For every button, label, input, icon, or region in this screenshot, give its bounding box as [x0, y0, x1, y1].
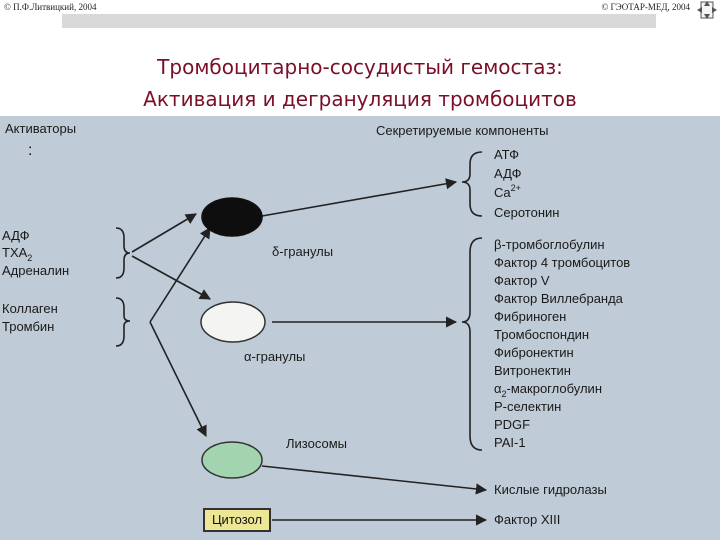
delta-granule: [201, 197, 263, 237]
delta-products-brace: [461, 151, 483, 217]
product-factor-xiii: Фактор XIII: [494, 512, 561, 527]
activator-thrombin: Тромбин: [2, 319, 55, 334]
activator-adp: АДФ: [2, 228, 30, 243]
product-pdgf: PDGF: [494, 417, 531, 432]
product-fibronectin: Фибронектин: [494, 345, 574, 360]
arrow-delta-secretion: [261, 178, 458, 217]
navigation-icon[interactable]: [696, 0, 718, 20]
arrow-group2-to-delta: [149, 227, 211, 323]
arrow-lysosome-secretion: [261, 465, 488, 495]
alpha-granules-label: α-гранулы: [244, 349, 306, 364]
alpha-products-brace: [461, 237, 483, 451]
header-band: [62, 14, 656, 28]
slide-title-line2: Активация и дегрануляция тромбоцитов: [143, 87, 577, 111]
product-pai-1: PAI-1: [494, 435, 526, 450]
secreted-header: Секретируемые компоненты: [376, 123, 549, 138]
product-serotonin: Серотонин: [494, 205, 560, 220]
product-thrombospondin: Тромбоспондин: [494, 327, 590, 342]
lysosomes-label: Лизосомы: [286, 436, 347, 451]
product-vitronectin: Витронектин: [494, 363, 571, 378]
lysosome: [201, 441, 263, 479]
arrow-group1-to-delta: [131, 213, 197, 253]
cytosol-box: Цитозол: [203, 508, 271, 532]
product-atp: АТФ: [494, 147, 520, 162]
colon-mark: :: [28, 142, 33, 159]
diagram-graphics: [115, 151, 488, 526]
delta-granules-label: δ-гранулы: [272, 244, 334, 259]
activator-adrenaline: Адреналин: [2, 263, 70, 278]
alpha-granule: [200, 301, 266, 343]
activators-brace-1: [115, 227, 131, 279]
arrow-group2-to-lysosome: [149, 321, 207, 438]
platelet-activation-diagram: Активаторы : Секретируемые компоненты АД…: [0, 116, 720, 540]
copyright-publisher: © ГЭОТАР-МЕД, 2004: [601, 2, 690, 12]
activators-brace-2: [115, 297, 131, 347]
product-von-willebrand: Фактор Виллебранда: [494, 291, 623, 306]
copyright-author: © П.Ф.Литвицкий, 2004: [4, 2, 97, 12]
product-fibrinogen: Фибриноген: [494, 309, 567, 324]
activators-header: Активаторы: [5, 121, 77, 136]
product-alpha2-macroglobulin: α2-макроглобулин: [494, 381, 602, 400]
slide-title-line1: Тромбоцитарно-сосудистый гемостаз:: [157, 55, 563, 79]
product-beta-thromboglobulin: β-тромбоглобулин: [494, 237, 605, 252]
activator-collagen: Коллаген: [2, 301, 58, 316]
product-factor-v: Фактор V: [494, 273, 550, 288]
product-p-selectin: P-селектин: [494, 399, 562, 414]
product-platelet-factor-4: Фактор 4 тромбоцитов: [494, 255, 631, 270]
arrow-group1-to-alpha: [131, 255, 211, 300]
product-acid-hydrolases: Кислые гидролазы: [494, 482, 607, 497]
product-calcium: Ca2+: [494, 183, 521, 200]
product-adp: АДФ: [494, 166, 522, 181]
activator-txa2: ТХА2: [2, 245, 33, 264]
